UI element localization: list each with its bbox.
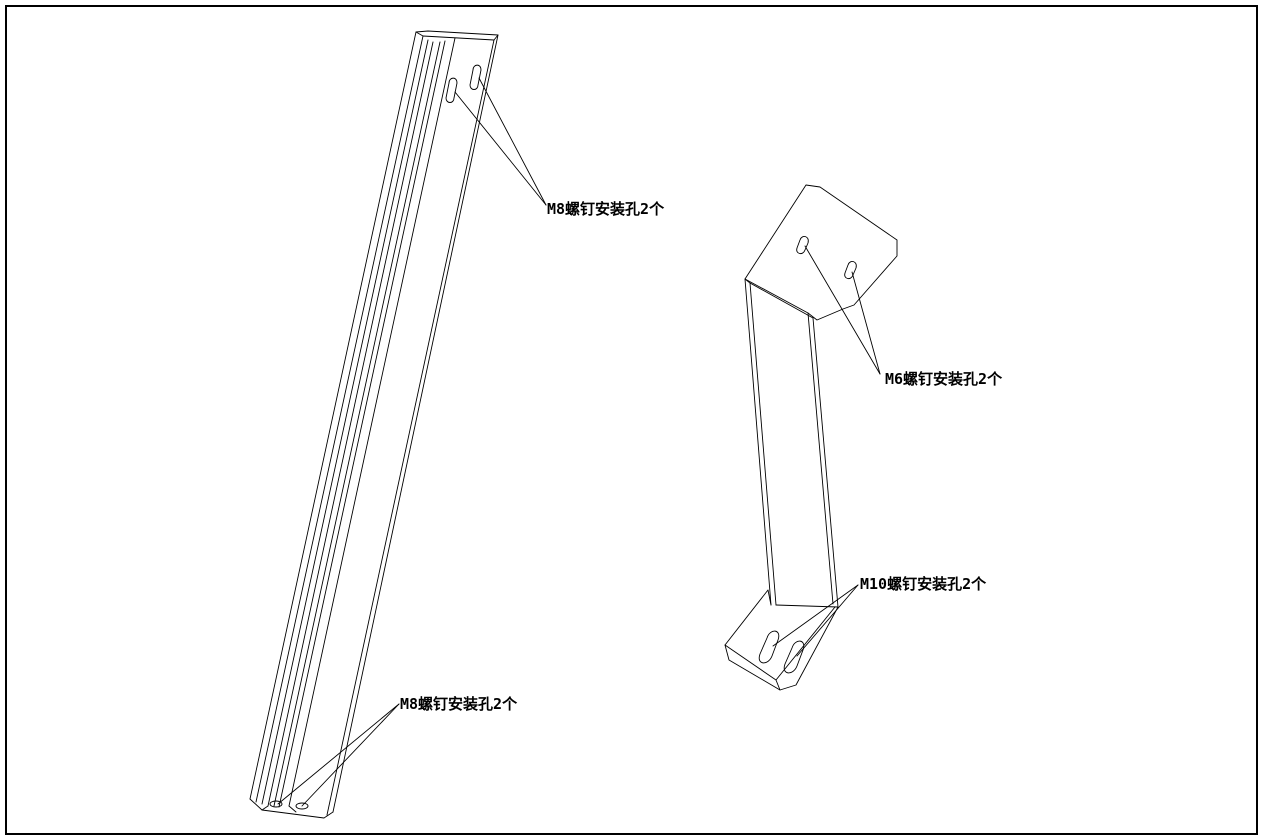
- beam-top-slot-1: [445, 77, 458, 103]
- leader-beam-top: [454, 77, 547, 206]
- bracket-bottom-hole-2: [783, 640, 805, 674]
- leader-beam-bottom: [277, 703, 400, 807]
- callout-beam-bottom: M8螺钉安装孔2个: [400, 695, 518, 713]
- leader-bracket-top: [804, 245, 881, 375]
- callout-bracket-top: M6螺钉安装孔2个: [885, 370, 1003, 388]
- callout-beam-top: M8螺钉安装孔2个: [547, 200, 665, 218]
- bracket-bottom-hole-1: [758, 630, 780, 664]
- leader-bracket-bottom: [772, 584, 859, 657]
- channel-beam: [249, 30, 499, 819]
- bracket-top-slot-2: [844, 261, 857, 280]
- beam-top-slot-2: [469, 64, 482, 90]
- bent-bracket: [724, 184, 898, 691]
- callout-bracket-bottom: M10螺钉安装孔2个: [860, 575, 987, 593]
- drawing-border: [5, 5, 1258, 835]
- bracket-top-slot-1: [796, 236, 809, 255]
